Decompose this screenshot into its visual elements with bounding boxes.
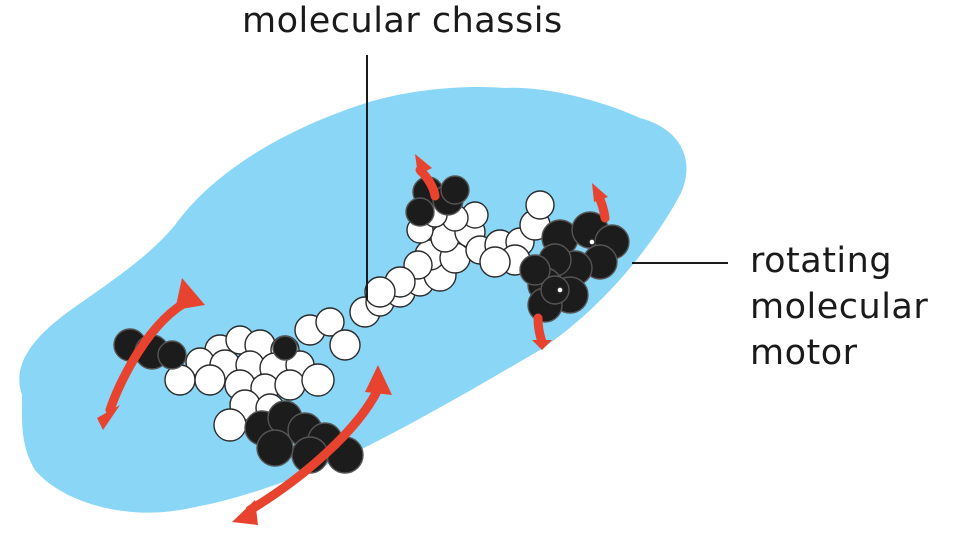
motor-label: rotating molecular motor	[750, 238, 928, 376]
car-silhouette	[19, 86, 687, 513]
chassis-atom	[213, 408, 247, 442]
motor-hub	[556, 286, 564, 294]
chassis-atom	[274, 369, 306, 401]
motor-label-line-3: motor	[750, 333, 858, 373]
rotation-arrow-bottom	[245, 380, 385, 515]
rotation-arrow-right-bottom	[533, 313, 547, 347]
wheel-atom	[519, 254, 551, 286]
motor-hub	[588, 238, 596, 246]
arrowhead	[365, 365, 392, 395]
wheel-atom	[272, 335, 298, 361]
arrowhead	[592, 183, 608, 202]
chassis-atom	[364, 276, 396, 308]
arrowhead	[97, 405, 120, 430]
chassis-atom	[479, 246, 511, 278]
chassis-label: molecular chassis	[242, 1, 563, 41]
chassis-atom	[301, 363, 335, 397]
wheel-atom	[540, 275, 570, 305]
chassis-atom	[164, 364, 196, 396]
chassis-atom	[525, 190, 555, 220]
arrowhead	[415, 154, 432, 175]
chassis-atom	[315, 307, 345, 337]
arrowhead	[175, 278, 205, 310]
arrowhead	[232, 500, 258, 525]
wheel-atom	[440, 175, 470, 205]
chassis-atom	[329, 329, 361, 361]
motor-wheels	[113, 175, 630, 474]
chassis-atom	[194, 364, 226, 396]
rotation-arrows	[97, 154, 610, 525]
motor-label-line-2: molecular	[750, 287, 929, 327]
arrowhead	[532, 340, 552, 350]
motor-label-line-1: rotating	[750, 241, 893, 281]
wheel-atom	[157, 340, 187, 370]
wheel-atom	[405, 197, 435, 227]
wheel-atom	[256, 429, 294, 467]
